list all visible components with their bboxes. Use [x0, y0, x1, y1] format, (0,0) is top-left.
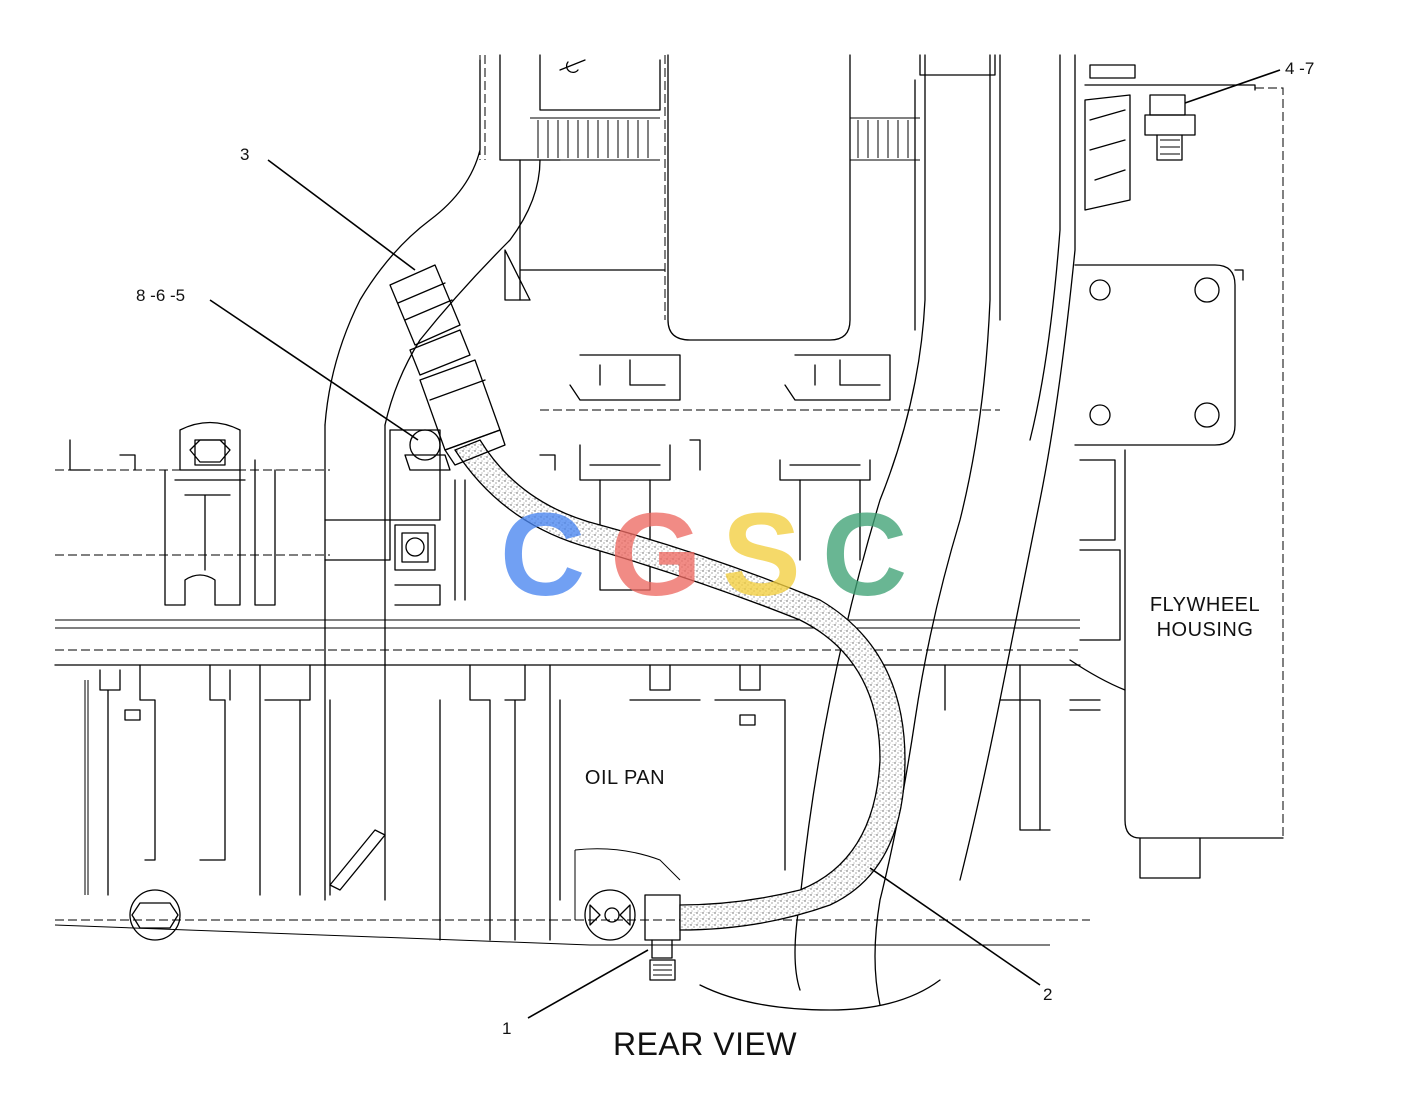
leader-1 — [527, 949, 649, 1019]
oil-pan-label: OIL PAN — [585, 767, 665, 789]
leader-4-7 — [1184, 69, 1281, 104]
callout-2: 2 — [1043, 985, 1052, 1004]
watermark-logo: C G S C — [500, 489, 907, 621]
callout-1: 1 — [502, 1019, 511, 1038]
drain-valve — [129, 889, 681, 981]
view-caption: REAR VIEW — [613, 1026, 797, 1062]
flywheel-housing — [1069, 64, 1284, 879]
flange-bolt — [1144, 94, 1196, 161]
callout-4-7: 4 -7 — [1285, 59, 1314, 78]
leader-3 — [267, 159, 416, 271]
oil-hose — [454, 439, 906, 931]
flywheel-housing-label-line1: FLYWHEEL — [1150, 594, 1260, 616]
dipstick-tube — [324, 59, 541, 901]
hose-fitting — [389, 264, 506, 471]
large-pipe — [699, 54, 1076, 1011]
leader-2 — [869, 867, 1041, 986]
watermark-letter-c2: C — [822, 489, 907, 621]
watermark-letter-s: S — [722, 489, 801, 621]
leader-8-6-5 — [209, 299, 419, 441]
engine-block-outline — [479, 54, 1001, 411]
flywheel-housing-label-line2: HOUSING — [1157, 619, 1254, 641]
watermark-letter-g: G — [610, 489, 702, 621]
leader-lines — [209, 69, 1281, 1019]
watermark-letter-c1: C — [500, 489, 585, 621]
oil-pan-rails — [54, 619, 1090, 946]
callout-8-6-5: 8 -6 -5 — [136, 286, 185, 305]
rocker-row — [55, 421, 871, 606]
callout-3: 3 — [240, 145, 249, 164]
